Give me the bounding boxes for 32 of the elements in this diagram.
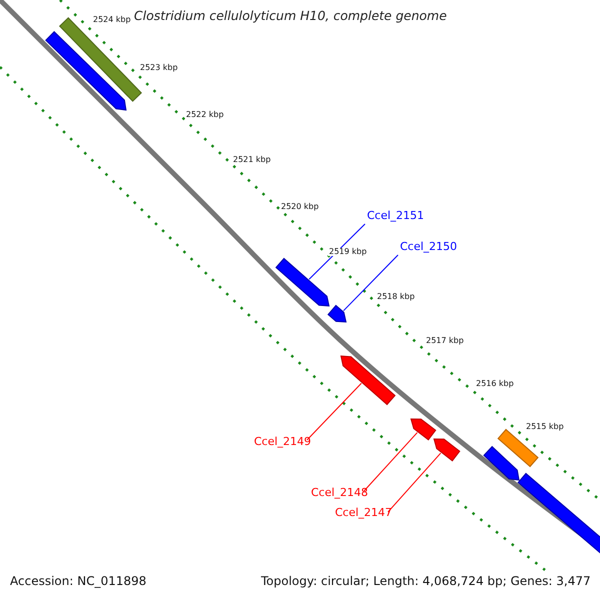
tick-label: 2522 kbp [185,111,225,119]
tick-label: 2524 kbp [92,16,132,24]
gene-label: Ccel_2149 [254,436,312,447]
leader-line [343,254,398,312]
tick-label: 2520 kbp [280,203,320,211]
gene-label: Ccel_2150 [400,241,458,252]
gene-feature [483,446,520,481]
tick-label: 2521 kbp [232,156,272,164]
tick-label: 2519 kbp [328,248,368,256]
leader-line [364,432,418,492]
tick-label: 2518 kbp [376,293,416,301]
tick-label: 2523 kbp [139,64,179,72]
gene-feature [433,438,460,462]
leader-line [308,224,366,280]
gene-feature [275,258,330,307]
gene-label: Ccel_2151 [367,210,424,221]
gene-label: Ccel_2147 [335,507,392,518]
leader-line [306,382,362,440]
gene-block [497,428,539,468]
title: Clostridium cellulolyticum H10, complete genome [134,10,447,22]
tick-label: 2517 kbp [425,337,465,345]
gene-feature [340,355,396,406]
genome-summary-text: Topology: circular; Length: 4,068,724 bp; Genes: 3,477 [260,575,592,587]
gene-feature [45,31,127,111]
gene-feature [410,418,436,440]
gene-block [517,472,600,556]
gene-feature [327,304,347,323]
tick-label: 2515 kbp [525,423,565,431]
tick-label: 2516 kbp [475,380,515,388]
leader-line [388,452,442,512]
accession-text: Accession: NC_011898 [9,575,148,587]
gene-label: Ccel_2148 [311,487,368,498]
